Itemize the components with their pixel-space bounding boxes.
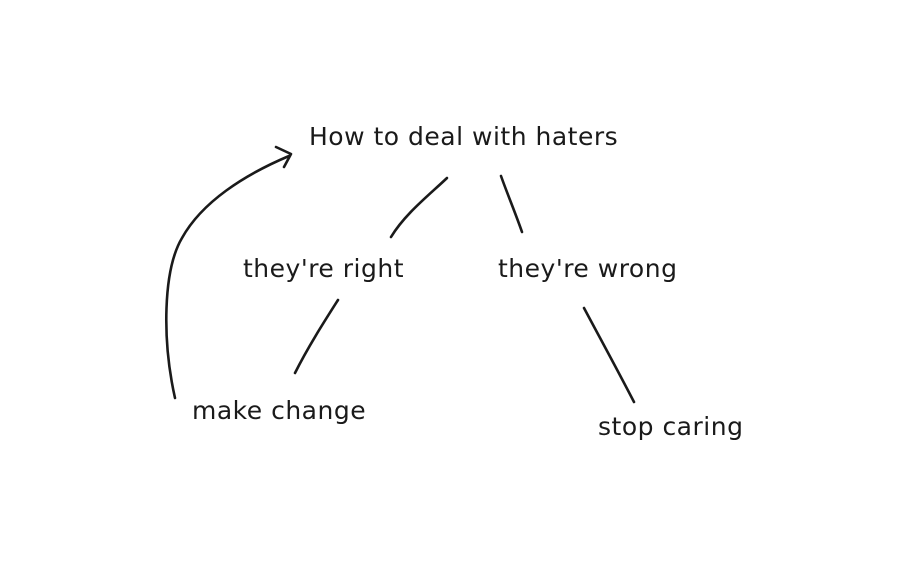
- edge-wrong-to-stop-caring: [582, 306, 636, 404]
- edge-root-to-wrong: [499, 174, 524, 234]
- node-theyre-wrong: they're wrong: [498, 254, 678, 283]
- node-make-change: make change: [192, 396, 367, 425]
- edge-make-change-to-root: [165, 154, 291, 400]
- node-how-to-deal-with-haters: How to deal with haters: [309, 122, 619, 151]
- node-stop-caring: stop caring: [598, 412, 744, 441]
- node-theyre-right: they're right: [243, 254, 404, 283]
- edge-root-to-right: [389, 176, 449, 239]
- arrowhead-icon: [274, 145, 293, 169]
- edge-right-to-make-change: [293, 298, 340, 375]
